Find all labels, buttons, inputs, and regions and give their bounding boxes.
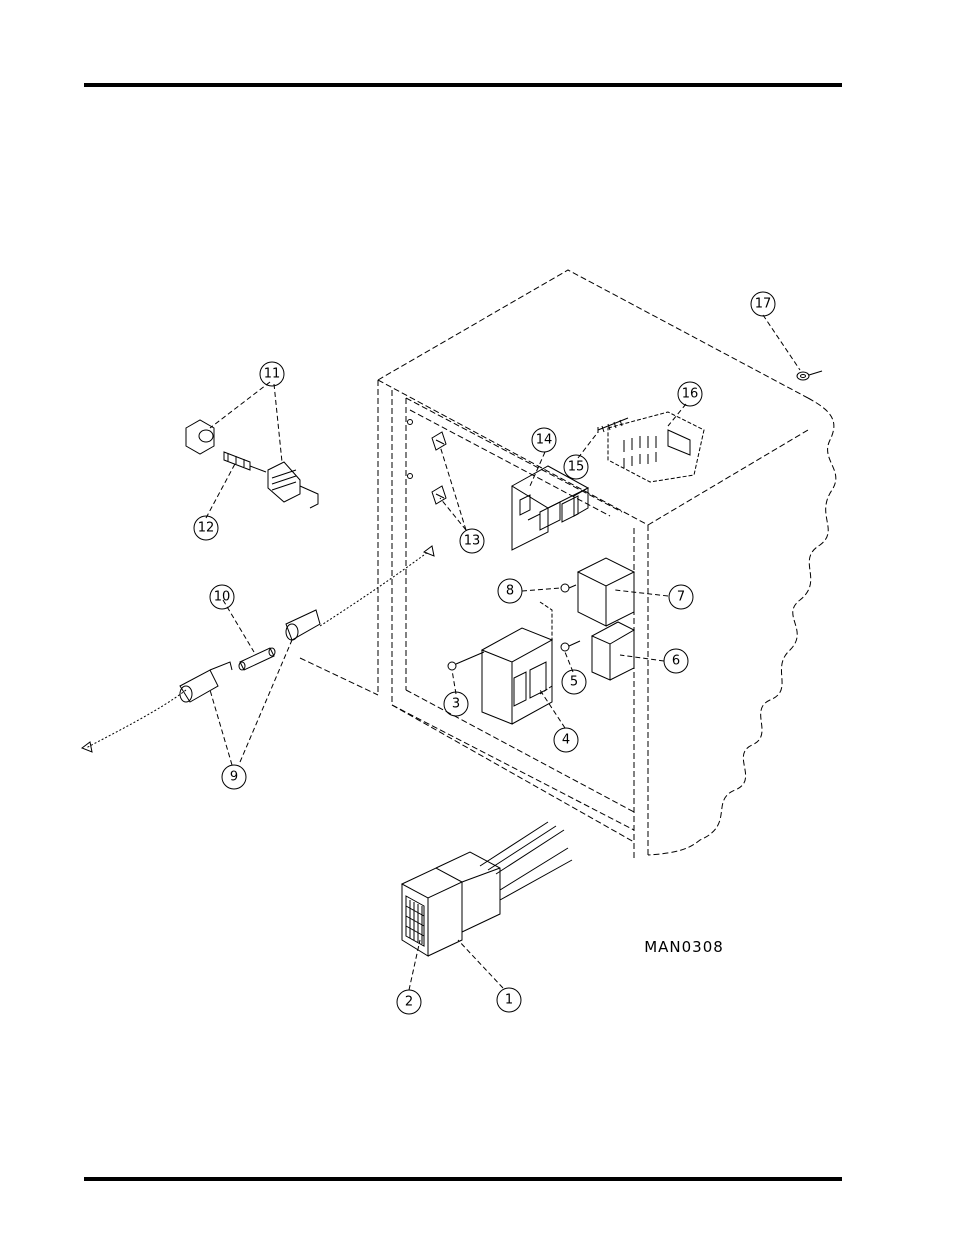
- fuse-part-10: [239, 648, 275, 670]
- callout-13: 13: [464, 534, 481, 549]
- lamp-socket-part-11: [186, 420, 318, 508]
- callout-1: 1: [505, 993, 513, 1008]
- callout-8: 8: [506, 584, 514, 599]
- wire-bundle: [480, 822, 572, 900]
- callout-14: 14: [536, 433, 553, 448]
- callout-7: 7: [677, 590, 685, 605]
- callout-6: 6: [672, 654, 680, 669]
- callout-3: 3: [452, 697, 460, 712]
- wire-harness: [86, 552, 428, 748]
- callout-12: 12: [198, 521, 215, 536]
- fuse-holder-part-9: [180, 610, 320, 702]
- callout-17: 17: [755, 297, 772, 312]
- callout-2: 2: [405, 995, 413, 1010]
- cabinet-panel: [300, 270, 836, 860]
- relay-part-6: [592, 622, 634, 680]
- transformer-part-4: [482, 602, 552, 724]
- screw-part-5: [561, 641, 580, 651]
- relay-part-7: [578, 558, 634, 626]
- bracket-slots: [624, 430, 690, 468]
- callout-16: 16: [682, 387, 699, 402]
- screw-part-15: [598, 418, 628, 433]
- connector-pins-part-2: [406, 896, 424, 946]
- callout-5: 5: [570, 675, 578, 690]
- mounting-hole: [408, 474, 413, 479]
- callout-4: 4: [562, 733, 570, 748]
- leader-lines: [206, 315, 800, 990]
- callout-15: 15: [568, 460, 585, 475]
- screw-part-8: [561, 584, 576, 592]
- mounting-hole: [408, 420, 413, 425]
- callout-9: 9: [230, 770, 238, 785]
- terminal-end: [82, 546, 434, 752]
- drawing-code: MAN0308: [644, 938, 724, 956]
- connector-plug-part-1: [402, 852, 500, 956]
- callout-10: 10: [214, 590, 231, 605]
- clip-part-13: [432, 432, 446, 504]
- callout-11: 11: [264, 367, 281, 382]
- nut-part-17: [797, 371, 822, 380]
- screw-part-3: [448, 652, 484, 670]
- bulb-part-12: [224, 452, 266, 472]
